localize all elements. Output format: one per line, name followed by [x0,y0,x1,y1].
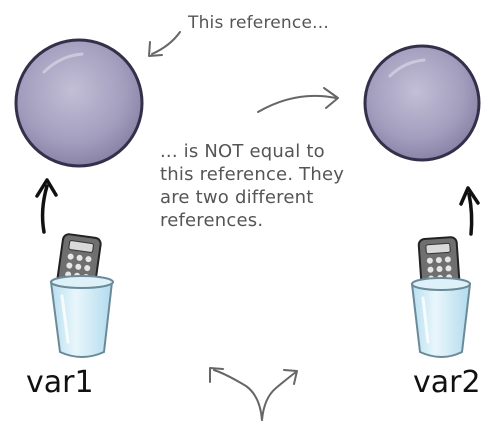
object-left [16,40,142,166]
annotation-middle: ... is NOT equal to this reference. They… [160,140,390,232]
variable-label-var2: var2 [413,366,481,400]
remote-cup-right [412,237,470,357]
pencil-arrow-right [258,88,338,112]
pencil-arrow-top [149,32,180,56]
annotation-top: This reference... [188,12,329,35]
pencil-arrow-bottom [210,368,297,420]
reference-arrow-left [37,180,56,232]
remote-cup-left [51,233,113,357]
reference-arrow-right [461,188,478,234]
variable-label-var1: var1 [26,366,94,400]
